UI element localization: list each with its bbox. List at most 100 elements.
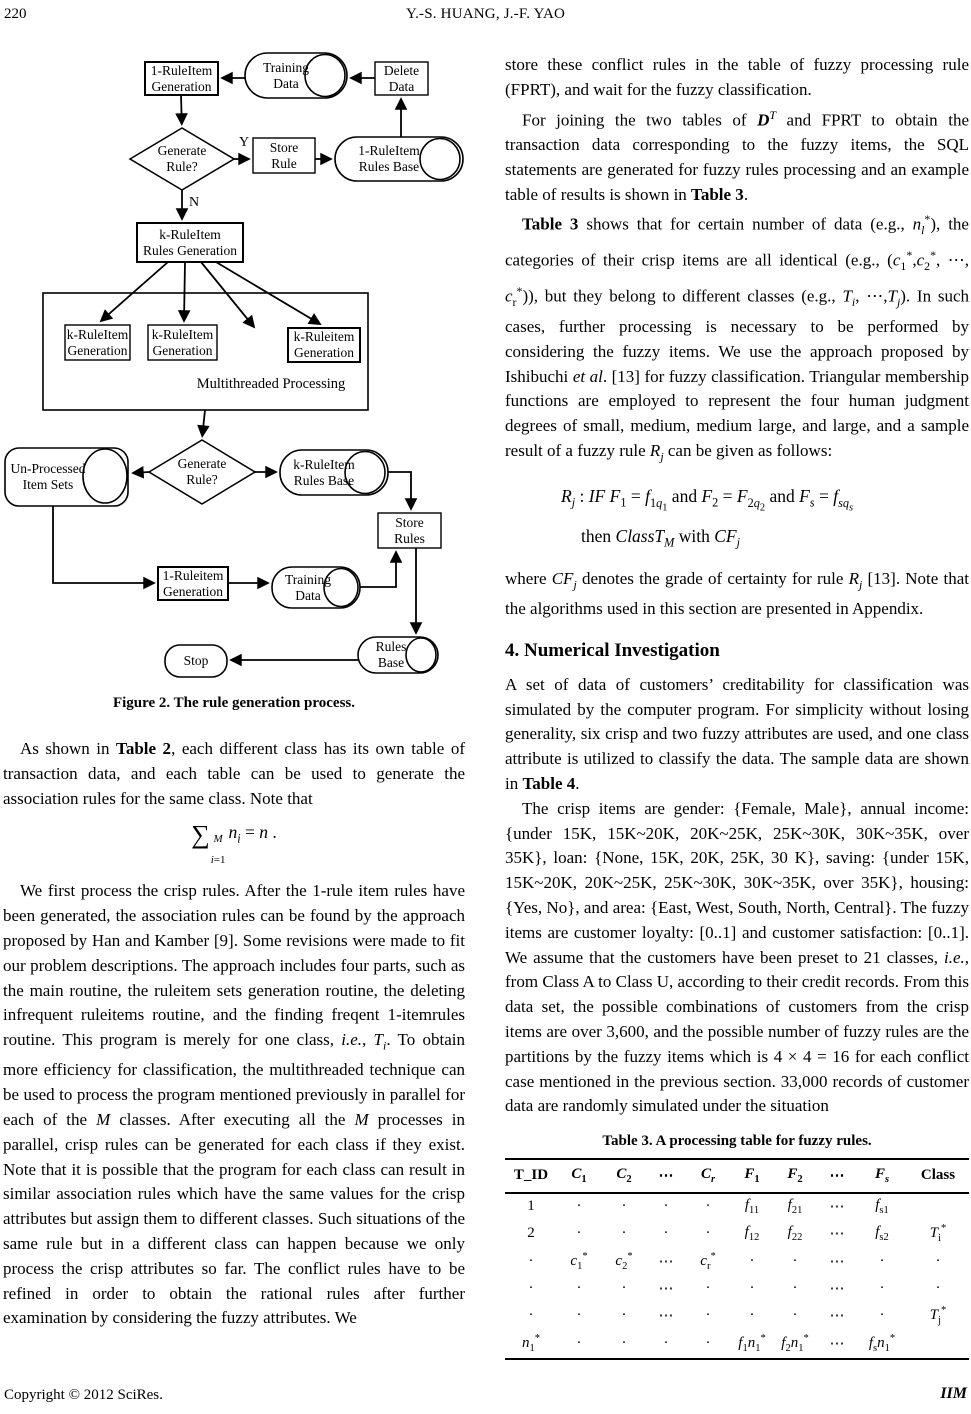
table-cell: · — [663, 1335, 669, 1352]
paragraph: The crisp items are gender: {Female, Mal… — [505, 798, 969, 1116]
table-cell: · — [621, 1280, 627, 1297]
running-title: Y.-S. HUANG, J.-F. YAO — [405, 6, 566, 22]
table-cell: · — [792, 1253, 798, 1270]
table-cell: ⋯ — [829, 1336, 845, 1353]
equation-body: ni = n . — [228, 822, 277, 846]
node-generate-rule-2: Generate Rule? — [177, 456, 227, 487]
equation-line-2: then ClassTM with CFj — [581, 525, 741, 550]
sigma-symbol: ∑ — [191, 820, 210, 850]
table-cell: · — [528, 1307, 534, 1324]
table-cell: · — [705, 1307, 711, 1324]
table-cell: f12 — [744, 1224, 760, 1244]
table-cell: 2 — [527, 1225, 535, 1242]
table-cell: · — [705, 1225, 711, 1242]
table-cell: c1* — [570, 1251, 588, 1273]
box-k-ruleitem-generation-3 — [287, 327, 361, 363]
paragraph: where CFj denotes the grade of certainty… — [505, 568, 969, 619]
table-cell: Fs — [857, 1159, 907, 1195]
table-cell: · — [705, 1335, 711, 1352]
node-delete-data: Delete Data — [383, 62, 420, 94]
table-cell: · — [879, 1253, 885, 1270]
sum-upper-limit: M — [213, 833, 223, 846]
table-cell: · — [621, 1307, 627, 1324]
table-cell: C2 — [601, 1159, 647, 1195]
table-cell: ⋯ — [658, 1308, 674, 1325]
box-store-rule — [252, 137, 316, 174]
box-1-ruleitem-generation-2 — [157, 566, 229, 601]
node-training-data-2: Training Data — [284, 571, 331, 603]
equation-fuzzy-rule: Rj : IF F1 = f1q1 and F2 = F2q2 and Fs =… — [505, 479, 969, 555]
cylinder-end-3 — [82, 448, 128, 504]
table-cell: · — [621, 1225, 627, 1242]
table-cell: · — [935, 1253, 941, 1270]
node-k-ruleitem-rules-base: k-RuleItem Rules Base — [293, 456, 355, 488]
table-cell: fsn1* — [868, 1333, 896, 1355]
table-cell: c2* — [615, 1251, 633, 1273]
node-1-ruleitem-generation-2: 1-Ruleitem Generation — [162, 567, 224, 599]
table-cell: · — [663, 1225, 669, 1242]
table-cell: · — [749, 1307, 755, 1324]
node-store-rules: Store Rules — [394, 514, 425, 546]
table-cell: · — [576, 1280, 582, 1297]
paragraph: Table 3 shows that for certain number of… — [505, 212, 970, 464]
cylinder-end-5 — [323, 567, 359, 608]
node-stop: Stop — [183, 653, 209, 669]
cylinder-end-6 — [405, 637, 437, 673]
table-cell: f1n1* — [738, 1333, 766, 1355]
table-cell: T_ID — [505, 1159, 557, 1195]
table-cell: · — [576, 1225, 582, 1242]
table-cell: ⋯ — [658, 1254, 674, 1271]
node-1-ruleitem-generation: 1-RuleItem Generation — [150, 62, 213, 94]
table-cell: ⋯ — [647, 1159, 685, 1195]
node-unprocessed-item-sets: Un-Processed Item Sets — [10, 461, 86, 492]
table-row: ·c1*c2*⋯cr*··⋯·· — [505, 1248, 969, 1276]
table-cell: · — [749, 1253, 755, 1270]
table-cell — [907, 1330, 969, 1359]
table3-title: Table 3. A processing table for fuzzy ru… — [602, 1133, 872, 1150]
box-k-ruleitem-generation-1 — [64, 324, 131, 361]
paragraph: We first process the crisp rules. After … — [3, 881, 465, 1328]
node-1-ruleitem-rules-base: 1-RuleItem Rules Base — [358, 143, 420, 174]
node-training-data-1: Training Data — [262, 59, 309, 91]
table-cell: fs2 — [875, 1224, 889, 1244]
right-column: store these conflict rules in the table … — [505, 53, 970, 1361]
table-cell: Tj* — [929, 1305, 947, 1327]
table-cell: ⋯ — [658, 1281, 674, 1298]
cylinder-end-2 — [419, 137, 461, 181]
table-cell: · — [621, 1335, 627, 1352]
cylinder-end-1 — [304, 53, 346, 98]
table-cell: cr* — [700, 1251, 716, 1273]
table-cell: ⋯ — [829, 1254, 845, 1271]
table-cell: f2n1* — [781, 1333, 809, 1355]
table-cell: · — [528, 1280, 534, 1297]
table-cell: · — [935, 1280, 941, 1297]
table-cell: ⋯ — [829, 1199, 845, 1216]
figure-caption: Figure 2. The rule generation process. — [112, 695, 356, 711]
table-cell: · — [576, 1335, 582, 1352]
edge-label-yes: Y — [239, 135, 250, 150]
table-row: n1*····f1n1*f2n1*⋯fsn1* — [505, 1330, 969, 1359]
table-cell: · — [663, 1198, 669, 1215]
paragraph: A set of data of customers’ creditabilit… — [505, 674, 969, 794]
box-store-rules — [377, 512, 442, 549]
node-k-ruleitem-generation-1: k-RuleItem Generation — [66, 326, 129, 358]
flow-arrows — [52, 71, 423, 667]
table-cell: · — [705, 1198, 711, 1215]
table-cell: · — [792, 1280, 798, 1297]
table-cell: f22 — [787, 1224, 803, 1244]
table-cell: F1 — [731, 1159, 773, 1195]
table-cell: f11 — [744, 1197, 760, 1217]
box-k-ruleitem-rules-generation — [136, 222, 244, 263]
paragraph: For joining the two tables of DT and FPR… — [505, 107, 969, 204]
node-k-ruleitem-rules-generation: k-RuleItem Rules Generation — [142, 226, 238, 258]
edge-label-no: N — [189, 195, 200, 210]
table-cell: ⋯ — [829, 1281, 845, 1298]
table-cell: · — [879, 1280, 885, 1297]
table-row: ···⋯···⋯·· — [505, 1276, 969, 1302]
table-cell: · — [749, 1280, 755, 1297]
table-cell: · — [576, 1307, 582, 1324]
